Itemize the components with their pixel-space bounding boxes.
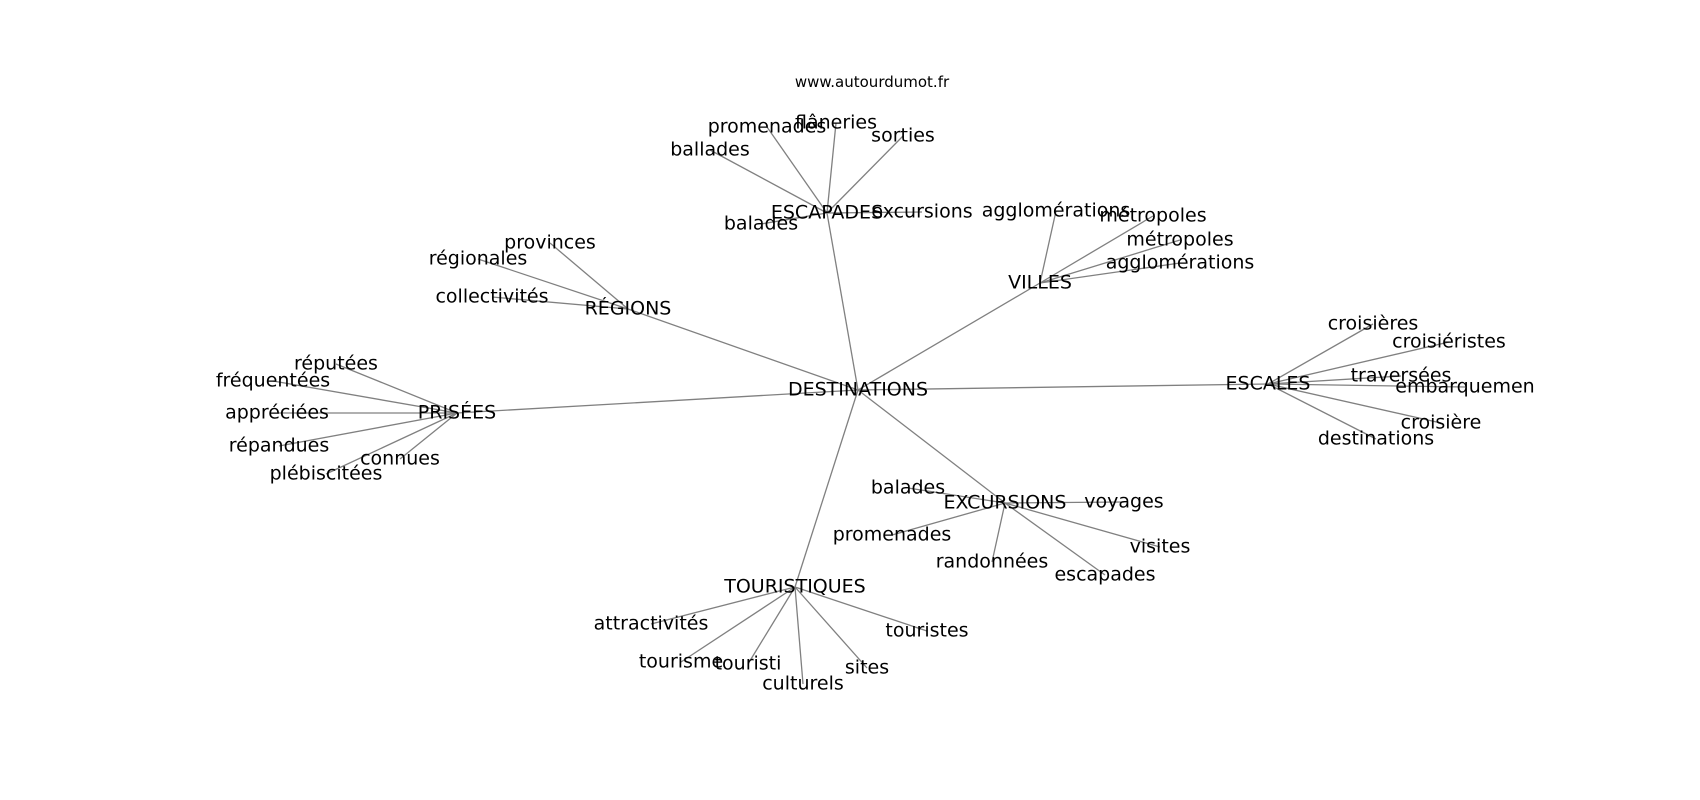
- center-edge: [857, 383, 1269, 391]
- leaf-edge: [1004, 502, 1106, 576]
- leaf-node-label: croisiéristes: [1392, 331, 1506, 353]
- leaf-edge: [680, 586, 796, 663]
- leaf-edge: [272, 380, 458, 414]
- leaf-node-label: répandues: [229, 435, 330, 457]
- leaf-edge: [747, 586, 796, 665]
- center-edge: [794, 389, 859, 588]
- leaf-edge: [794, 586, 804, 685]
- leaf-node-label: visites: [1130, 536, 1191, 558]
- leaf-edge: [766, 126, 828, 214]
- leaf-edge: [1039, 262, 1181, 284]
- leaf-node-label: culturels: [762, 673, 844, 695]
- leaf-node-label: traversées: [1351, 365, 1452, 387]
- center-edge: [826, 212, 859, 391]
- leaf-edge: [1039, 239, 1181, 284]
- leaf-node-label: régionales: [429, 248, 528, 270]
- leaf-node-label: provinces: [504, 232, 596, 254]
- leaf-node-label: touristi: [715, 653, 782, 675]
- leaf-edge: [709, 149, 828, 214]
- leaf-node-label: sorties: [871, 125, 935, 147]
- leaf-edge: [1267, 383, 1442, 424]
- leaf-edge: [549, 242, 629, 310]
- leaf-edge: [1267, 341, 1450, 385]
- leaf-node-label: flâneries: [795, 112, 877, 134]
- leaf-edge: [826, 211, 923, 214]
- leaf-edge: [477, 258, 629, 310]
- leaf-node-label: fréquentées: [216, 370, 330, 392]
- leaf-edge: [826, 122, 837, 214]
- leaf-edge: [335, 363, 458, 414]
- branch-node-label: ESCALES: [1226, 373, 1311, 395]
- leaf-edge: [891, 502, 1006, 536]
- leaf-node-label: métropoles: [1099, 205, 1206, 227]
- leaf-edge: [1004, 502, 1161, 548]
- leaf-node-label: collectivités: [435, 286, 548, 308]
- branch-node-label: RÉGIONS: [585, 297, 672, 320]
- leaf-edge: [399, 412, 458, 460]
- center-node-label: DESTINATIONS: [788, 379, 928, 401]
- leaf-edge: [491, 296, 629, 310]
- leaf-edge: [794, 586, 868, 669]
- leaf-edge: [794, 586, 928, 632]
- leaf-edge: [1004, 501, 1125, 504]
- center-edge: [456, 389, 859, 414]
- leaf-edge: [1267, 383, 1466, 388]
- center-edge: [857, 282, 1041, 391]
- leaf-node-label: ballades: [670, 139, 750, 161]
- center-edge: [857, 389, 1006, 504]
- leaf-edge: [278, 412, 458, 447]
- leaf-node-label: croisières: [1328, 313, 1419, 335]
- leaf-node-label: agglomérations: [982, 200, 1131, 222]
- source-url: www.autourdumot.fr: [795, 73, 950, 91]
- branch-node-label: ESCAPADES: [771, 202, 883, 224]
- leaf-node-label: croisière: [1401, 412, 1482, 434]
- leaf-edge: [1267, 383, 1377, 440]
- leaf-node-label: escapades: [1054, 564, 1155, 586]
- leaf-node-label: embarquemen: [1395, 376, 1534, 398]
- leaf-edge: [1267, 375, 1402, 385]
- leaf-edge: [760, 212, 828, 225]
- leaf-node-label: excursions: [871, 201, 972, 223]
- leaf-node-label: sites: [845, 657, 889, 679]
- leaf-node-label: destinations: [1318, 428, 1434, 450]
- leaf-edge: [1039, 215, 1154, 284]
- leaf-node-label: métropoles: [1126, 229, 1233, 251]
- leaf-node-label: balades: [871, 477, 945, 499]
- leaf-edge: [907, 487, 1006, 504]
- leaf-edge: [1267, 323, 1374, 385]
- label-layer: DESTINATIONSESCAPADESballadespromenadesf…: [216, 112, 1535, 695]
- leaf-edge: [991, 502, 1006, 563]
- branch-node-label: TOURISTIQUES: [723, 576, 865, 598]
- branch-node-label: PRISÉES: [418, 401, 496, 424]
- leaf-edge: [650, 586, 796, 625]
- leaf-node-label: agglomérations: [1106, 252, 1255, 274]
- leaf-node-label: promenades: [708, 116, 827, 138]
- leaf-node-label: plébiscitées: [270, 463, 383, 485]
- leaf-node-label: balades: [724, 213, 798, 235]
- leaf-node-label: appréciées: [225, 402, 329, 424]
- leaf-edge: [325, 412, 458, 475]
- edge-layer: [272, 122, 1466, 685]
- leaf-node-label: randonnées: [936, 551, 1049, 573]
- leaf-edge: [826, 135, 904, 214]
- leaf-node-label: connues: [360, 448, 440, 470]
- leaf-node-label: promenades: [833, 524, 952, 546]
- leaf-node-label: réputées: [294, 353, 378, 375]
- branch-node-label: VILLES: [1008, 272, 1072, 294]
- leaf-node-label: attractivités: [594, 613, 709, 635]
- branch-node-label: EXCURSIONS: [944, 492, 1067, 514]
- leaf-node-label: voyages: [1084, 491, 1163, 513]
- leaf-edge: [1039, 210, 1057, 284]
- leaf-node-label: touristes: [885, 620, 968, 642]
- center-edge: [627, 308, 859, 391]
- leaf-node-label: tourisme: [639, 651, 723, 673]
